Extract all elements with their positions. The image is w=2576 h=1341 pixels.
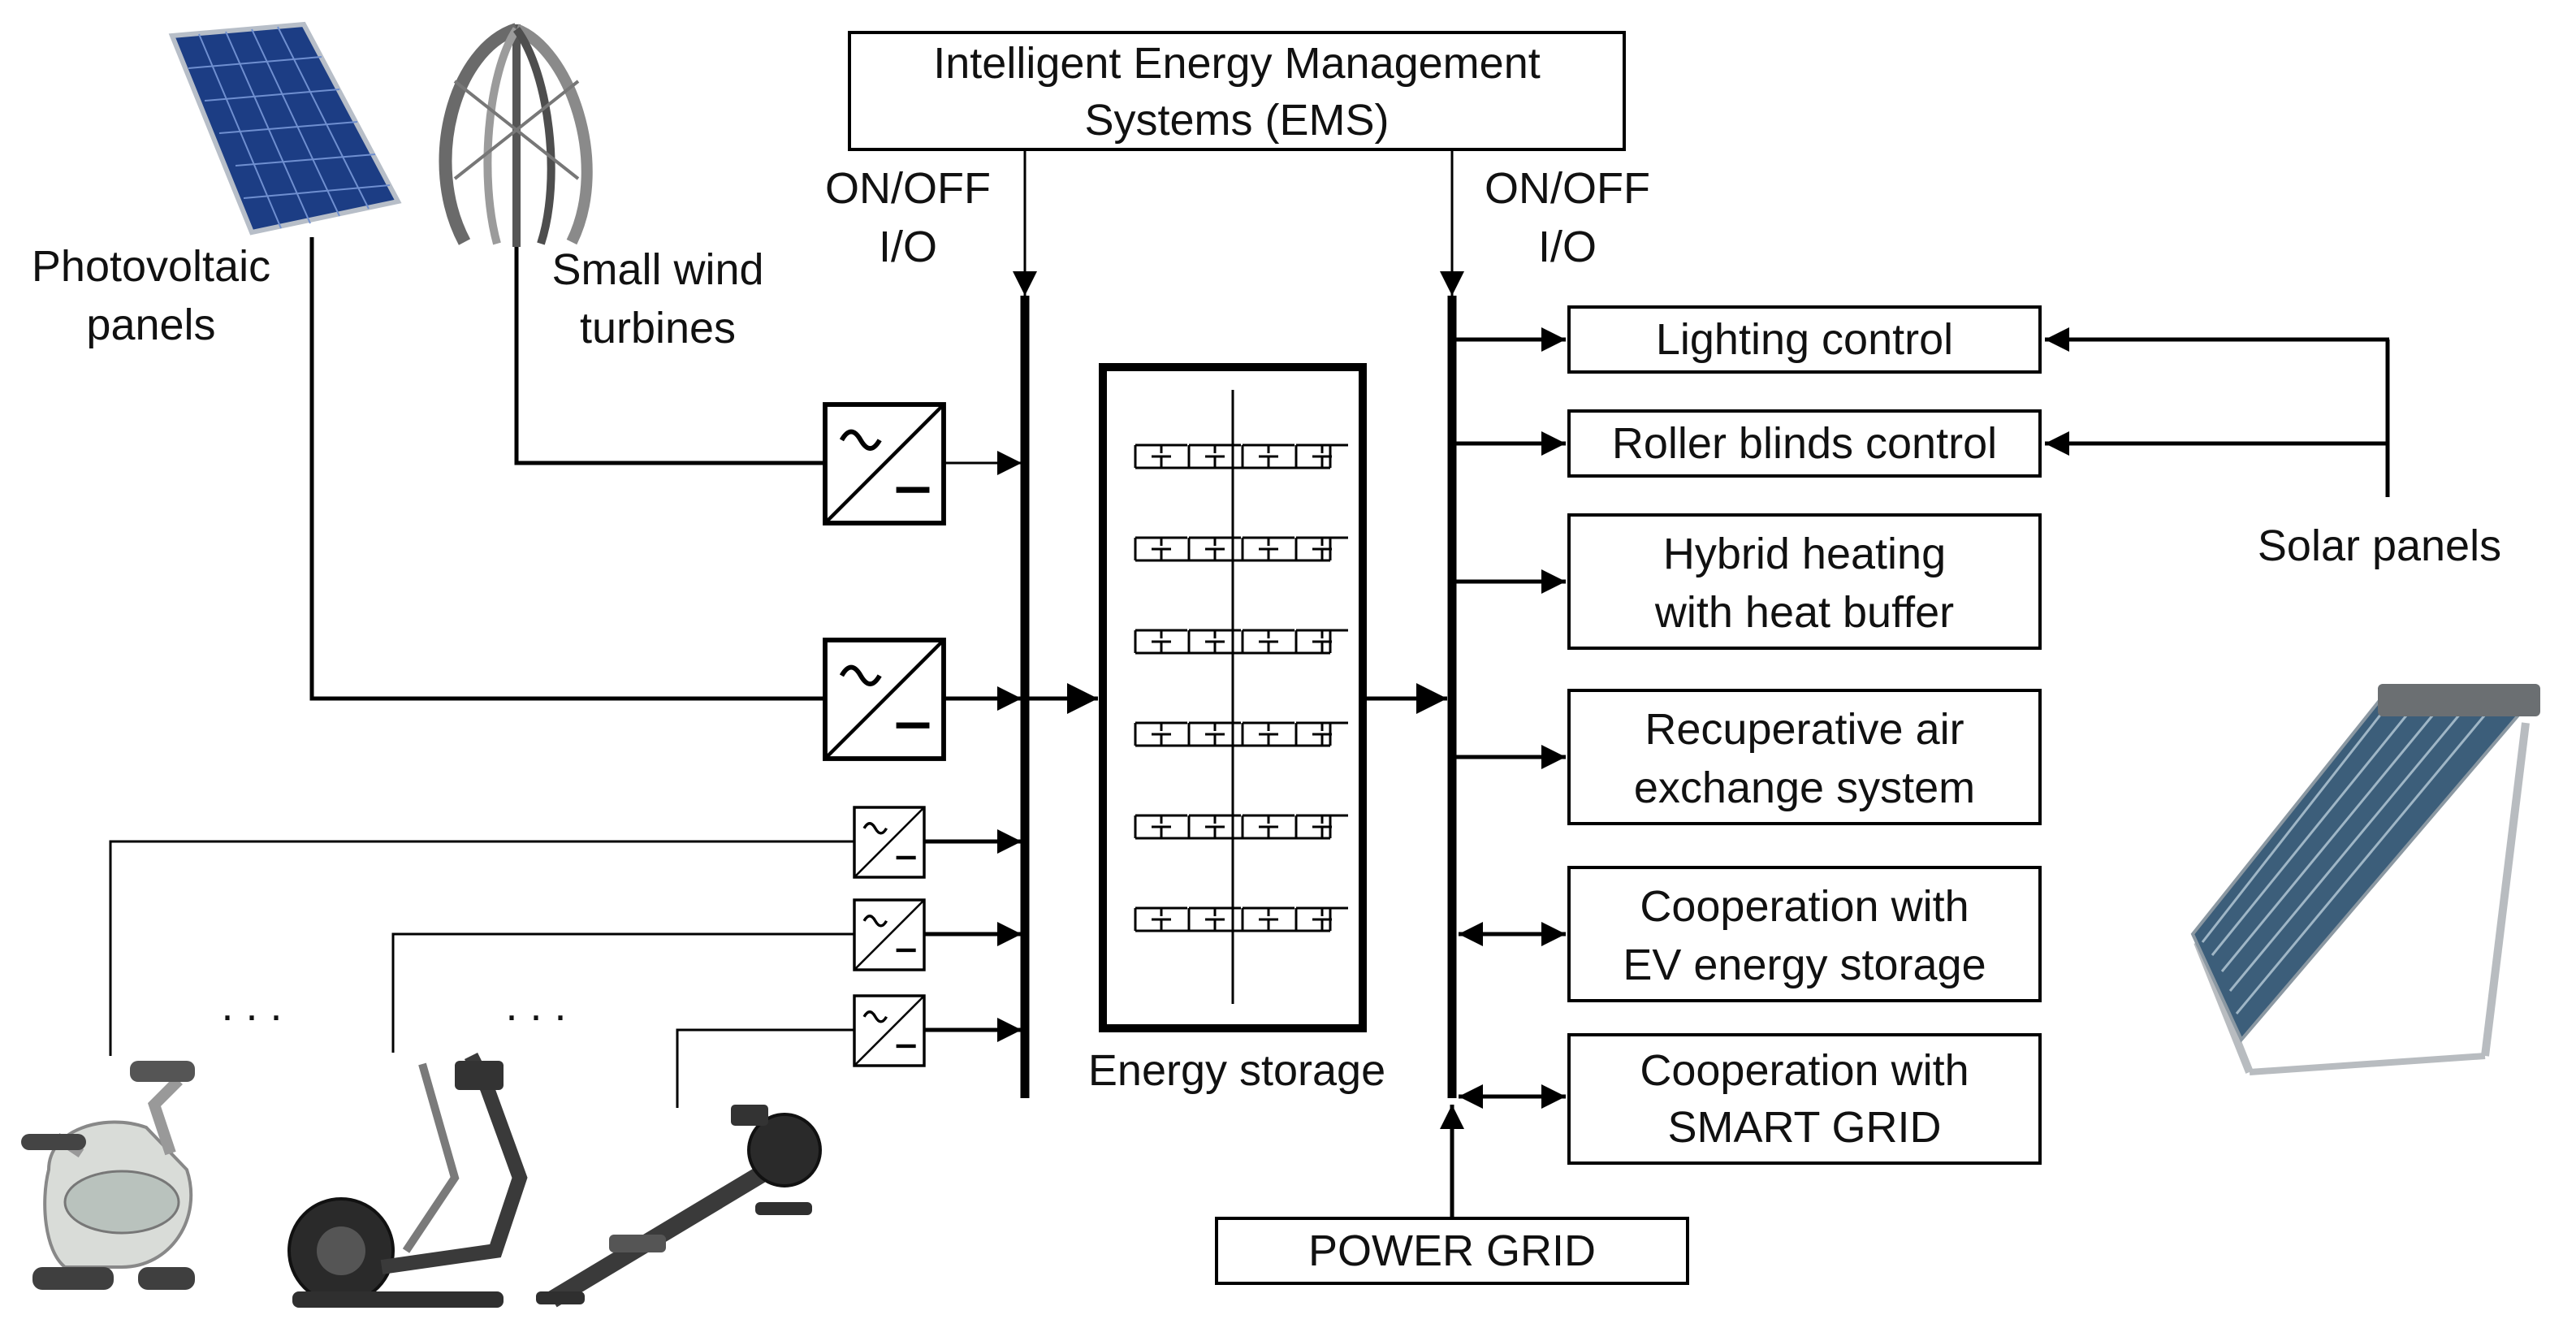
load-label-line1: Roller blinds control [1612, 419, 1997, 468]
rowing-machine-icon [536, 1105, 822, 1308]
load-roller-blinds-control: Roller blinds control [1455, 409, 2042, 478]
pv-cable [309, 237, 825, 701]
load-hybrid-heating: Hybrid heating with heat buffer [1455, 513, 2042, 650]
load-label-line2: exchange system [1634, 764, 1975, 812]
load-label-line2: with heat buffer [1654, 588, 1954, 637]
bike-cable [109, 840, 854, 1056]
wind-label-line1: Small wind [551, 245, 763, 294]
pv-label-line2: panels [86, 301, 215, 349]
ac-dc-converter-icon [825, 640, 944, 759]
ems-label-line2: Systems (EMS) [1084, 96, 1389, 145]
energy-storage-label: Energy storage [1088, 1046, 1385, 1095]
ac-dc-converter-icon [825, 404, 944, 523]
ems-box [848, 31, 1626, 151]
io-left-line2: I/O [879, 223, 937, 271]
load-label-line1: Recuperative air [1645, 705, 1964, 754]
load-ev-cooperation: Cooperation with EV energy storage [1459, 866, 2042, 1002]
solar-collector-icon [2190, 684, 2540, 1075]
wind-label-line2: turbines [580, 304, 736, 353]
load-label-line2: SMART GRID [1667, 1103, 1941, 1152]
load-lighting-control: Lighting control [1455, 305, 2042, 374]
load-label-line1: Cooperation with [1640, 882, 1969, 931]
ac-dc-converter-icon [854, 900, 924, 970]
wind-turbine-icon [439, 23, 593, 247]
pv-label-line1: Photovoltaic [32, 242, 270, 291]
io-right-line2: I/O [1538, 223, 1597, 271]
wind-cable [514, 247, 825, 465]
exercise-bike-icon [21, 1061, 195, 1290]
elliptical-cable [391, 932, 854, 1053]
io-right-line1: ON/OFF [1485, 164, 1650, 213]
elliptical-trainer-icon [287, 1052, 528, 1308]
power-grid-box [1215, 1217, 1689, 1285]
load-label-line2: EV energy storage [1623, 941, 1986, 989]
solar-panels-label: Solar panels [2258, 521, 2501, 570]
power-grid-label: POWER GRID [1308, 1226, 1596, 1275]
dots-left: . . . [221, 981, 282, 1030]
load-label-line1: Cooperation with [1640, 1046, 1969, 1095]
load-label-line1: Hybrid heating [1663, 530, 1946, 578]
load-smart-grid-cooperation: Cooperation with SMART GRID [1459, 1033, 2042, 1165]
dots-right: . . . [505, 981, 566, 1030]
ac-dc-converter-icon [854, 807, 924, 877]
ems-label-line1: Intelligent Energy Management [933, 39, 1540, 88]
ac-dc-converter-icon [854, 996, 924, 1066]
load-label-line1: Lighting control [1656, 315, 1953, 364]
load-recuperative-air: Recuperative air exchange system [1455, 689, 2042, 825]
rower-cable [676, 1028, 854, 1108]
io-left-line1: ON/OFF [825, 164, 991, 213]
photovoltaic-panel-icon [168, 21, 402, 236]
